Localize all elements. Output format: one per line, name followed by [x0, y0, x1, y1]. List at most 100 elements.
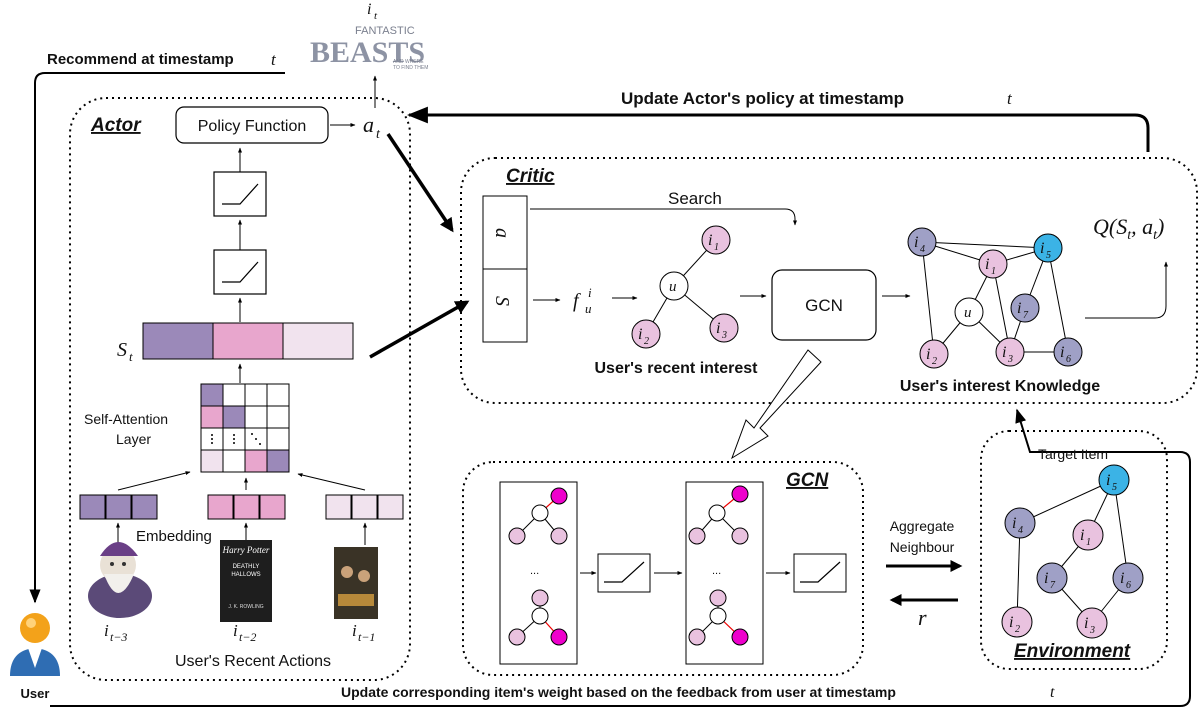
user-icon — [10, 613, 60, 676]
svg-text:i: i — [1084, 615, 1088, 632]
svg-text:i: i — [1120, 570, 1124, 587]
svg-text:2: 2 — [644, 336, 649, 347]
actor-panel — [69, 97, 411, 681]
update-actor-timestamp: t — [1007, 89, 1013, 108]
neighbour-label: Neighbour — [890, 539, 955, 555]
svg-text:i: i — [1012, 515, 1016, 532]
svg-text:i: i — [1017, 300, 1021, 317]
item-chamber-image — [334, 547, 378, 619]
svg-text:...: ... — [712, 565, 721, 577]
svg-text:i: i — [1060, 344, 1064, 361]
svg-text:i: i — [1009, 614, 1013, 631]
svg-text:u: u — [585, 301, 592, 316]
recent-actions-label: User's Recent Actions — [175, 653, 331, 670]
svg-text:7: 7 — [1050, 580, 1056, 591]
svg-text:Harry Potter: Harry Potter — [222, 545, 270, 555]
critic-title: Critic — [506, 166, 555, 187]
reward-r: r — [918, 605, 927, 630]
feedback-arrow — [50, 408, 1191, 707]
gcn-layer-2: ... — [685, 481, 764, 665]
update-weight-label: Update corresponding item's weight based… — [341, 684, 896, 700]
state-vector — [142, 322, 354, 360]
relu-icon — [222, 183, 259, 205]
relu-box-lower — [213, 249, 267, 295]
recommend-label: Recommend at timestamp — [47, 51, 234, 68]
action-at: a — [363, 112, 374, 137]
gcn-module-label: GCN — [805, 296, 843, 315]
item-label-t2: i — [233, 621, 238, 640]
search-arrow — [530, 208, 797, 226]
user-feature-fu: f — [573, 290, 581, 312]
svg-text:i: i — [914, 234, 918, 251]
target-item-label: Target Item — [1038, 446, 1108, 462]
item-dumbledore-image — [88, 542, 152, 618]
svg-text:u: u — [669, 279, 677, 295]
recommended-item-label: i — [367, 1, 371, 18]
svg-text:i: i — [716, 320, 720, 337]
svg-text:TO FIND THEM: TO FIND THEM — [393, 65, 428, 71]
svg-text:i: i — [588, 285, 592, 300]
recent-interest-label: User's recent interest — [595, 360, 759, 377]
svg-text:1: 1 — [714, 242, 719, 253]
update-actor-label: Update Actor's policy at timestamp — [621, 89, 904, 108]
relu-icon — [800, 561, 841, 583]
svg-text:i: i — [708, 232, 712, 249]
svg-text:6: 6 — [1066, 354, 1071, 365]
svg-text:AND WHERE: AND WHERE — [393, 59, 424, 65]
environment-panel — [980, 430, 1168, 670]
svg-text:i: i — [1044, 570, 1048, 587]
svg-text:2: 2 — [1015, 624, 1020, 635]
item-label-t3: i — [104, 621, 109, 640]
svg-text:t−2: t−2 — [239, 630, 256, 644]
svg-text:3: 3 — [1007, 354, 1013, 365]
update-actor-arrow — [406, 106, 1150, 152]
gcn-layer-1: ... — [499, 481, 578, 665]
svg-text:3: 3 — [1089, 625, 1095, 636]
gcn-module-box — [771, 269, 877, 341]
embedding-arrow-left — [117, 471, 191, 491]
svg-text:u: u — [964, 305, 972, 321]
svg-text:5: 5 — [1046, 250, 1051, 261]
attention-matrix — [200, 383, 290, 473]
svg-text:BEASTS: BEASTS — [310, 36, 425, 69]
self-attention-label-2: Layer — [116, 431, 151, 447]
relu-icon — [604, 561, 645, 583]
svg-text:t: t — [129, 349, 133, 364]
svg-text:i: i — [985, 256, 989, 273]
svg-text:t−3: t−3 — [110, 630, 127, 644]
embedding-arrow-right — [297, 473, 366, 491]
svg-text:J. K. ROWLING: J. K. ROWLING — [228, 604, 263, 610]
item-label-t1: i — [352, 621, 357, 640]
svg-text:HALLOWS: HALLOWS — [231, 572, 260, 578]
svg-text:i: i — [638, 326, 642, 343]
q-value: Q(St, at) — [1093, 214, 1164, 243]
svg-text:i: i — [1106, 472, 1110, 489]
user-label: User — [21, 686, 50, 701]
graph-to-q-arrow — [1085, 261, 1168, 319]
svg-text:...: ... — [530, 565, 539, 577]
item-deathly-hallows-image: Harry Potter DEATHLY HALLOWS J. K. ROWLI… — [220, 540, 272, 622]
svg-text:FANTASTIC: FANTASTIC — [355, 25, 415, 37]
gcn-title: GCN — [786, 470, 830, 491]
fantastic-beasts-logo: i t FANTASTIC BEASTS AND WHERE TO FIND T… — [310, 1, 428, 71]
svg-text:1: 1 — [991, 266, 996, 277]
svg-text:t: t — [376, 127, 381, 142]
relu-icon — [222, 261, 259, 283]
embedding-purple — [79, 494, 158, 520]
embedding-pink — [207, 494, 286, 520]
svg-text:t−1: t−1 — [358, 630, 375, 644]
svg-text:4: 4 — [1018, 525, 1023, 536]
aggregate-label: Aggregate — [890, 518, 955, 534]
state-to-critic-arrow — [369, 300, 470, 359]
critic-input-st: S — [491, 296, 513, 306]
recent-interest-graph: u i 1 i 2 i 3 — [631, 225, 739, 349]
update-weight-timestamp: t — [1050, 684, 1055, 701]
svg-text:i: i — [1040, 240, 1044, 257]
svg-text:6: 6 — [1126, 580, 1131, 591]
svg-text:i: i — [1002, 344, 1006, 361]
environment-title: Environment — [1014, 641, 1131, 662]
policy-function-box — [175, 106, 329, 144]
svg-text:3: 3 — [721, 330, 727, 341]
